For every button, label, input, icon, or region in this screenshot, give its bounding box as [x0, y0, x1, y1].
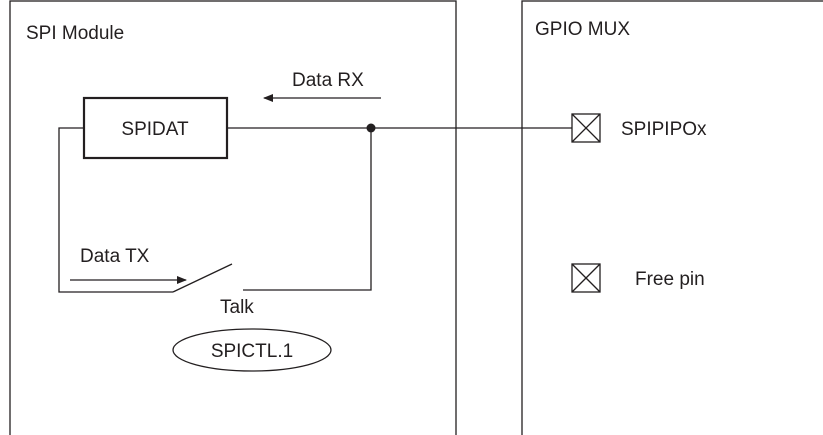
data-rx-label: Data RX [292, 70, 364, 91]
pad-icon [571, 263, 601, 293]
spi-module-border [9, 0, 457, 435]
junction-to-switch-wire [243, 128, 372, 291]
pin-label: Free pin [635, 269, 705, 290]
spictl-label: SPICTL.1 [211, 341, 293, 362]
spictl-ellipse [172, 328, 332, 372]
data-tx-label: Data TX [80, 246, 150, 267]
gpio-mux-border [521, 0, 823, 435]
talk-label: Talk [220, 297, 254, 318]
data-tx-group: Data TX [70, 246, 187, 284]
talk-switch: Talk [172, 263, 254, 318]
gpio-mux-title: GPIO MUX [535, 19, 630, 40]
spi-module-title: SPI Module [26, 23, 124, 44]
spidat-register: SPIDAT [82, 96, 229, 160]
data-rx-group: Data RX [263, 70, 381, 102]
spidat-to-switch-wire [58, 127, 173, 293]
gpio-mux-block: GPIO MUX [521, 0, 823, 435]
spi-module-block: SPI Module [9, 0, 457, 435]
pin-label: SPIPIPOx [621, 119, 707, 140]
pin-spipipox: SPIPIPOx [571, 113, 707, 143]
spictl-control: SPICTL.1 [172, 328, 332, 372]
switch-blade [172, 263, 233, 293]
pin-free: Free pin [571, 263, 705, 293]
pad-icon [571, 113, 601, 143]
spidat-label: SPIDAT [121, 119, 189, 140]
